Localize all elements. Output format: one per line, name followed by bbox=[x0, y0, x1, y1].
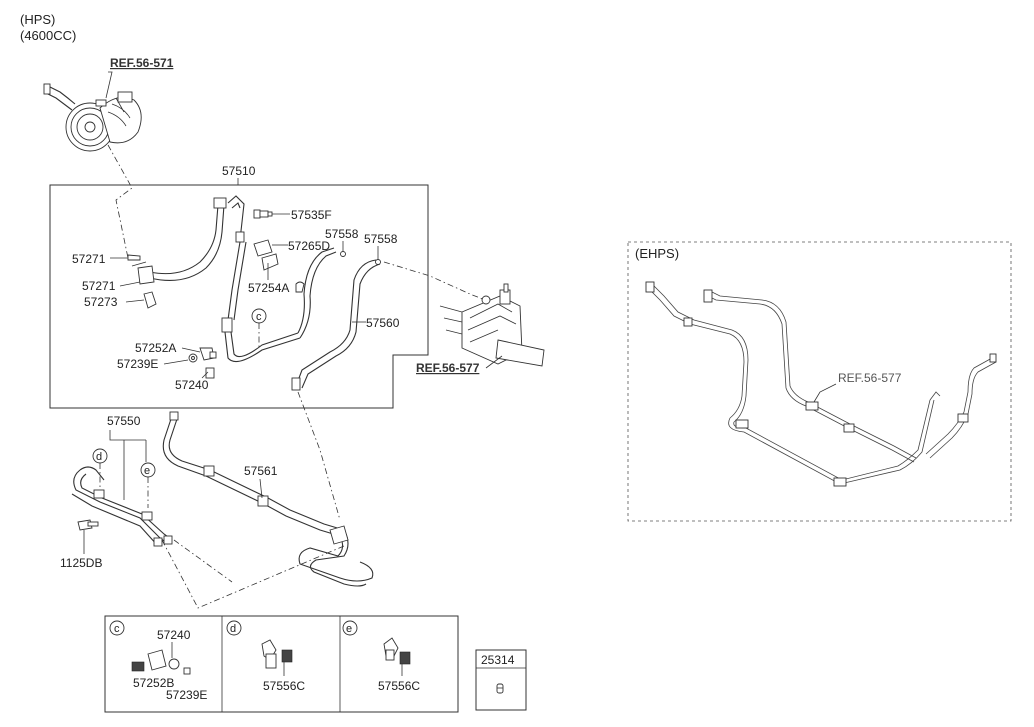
bolt-1125DB bbox=[77, 519, 99, 531]
label-57252A: 57252A bbox=[135, 341, 176, 355]
steering-gear bbox=[439, 283, 545, 367]
extra-part-number: 25314 bbox=[481, 653, 515, 667]
label-57535F: 57535F bbox=[291, 208, 332, 222]
detail-c-part-3: 57239E bbox=[166, 688, 207, 702]
return-pipe-57560 bbox=[291, 247, 381, 391]
ehps-label: (EHPS) bbox=[635, 246, 679, 261]
clip-57254A bbox=[295, 281, 305, 293]
label-57510: 57510 bbox=[222, 164, 256, 178]
label-57254A: 57254A bbox=[248, 281, 289, 295]
pressure-hose bbox=[131, 195, 301, 363]
detail-d-part-1: 57556C bbox=[263, 679, 305, 693]
svg-text:d: d bbox=[96, 451, 102, 463]
cooler-pipe-57550 bbox=[71, 466, 173, 547]
grommet-57240 bbox=[205, 367, 215, 379]
ref-ehps: REF.56-577 bbox=[838, 371, 902, 385]
label-57561: 57561 bbox=[244, 464, 278, 478]
ehps-pipes bbox=[645, 281, 997, 487]
header-engine: (4600CC) bbox=[20, 28, 76, 43]
detail-key-e: e bbox=[346, 623, 352, 635]
detail-c-part-1: 57240 bbox=[157, 628, 191, 642]
connector-57273 bbox=[143, 291, 157, 309]
svg-text:c: c bbox=[256, 311, 262, 323]
label-57273: 57273 bbox=[84, 295, 118, 309]
label-57239E: 57239E bbox=[117, 357, 158, 371]
label-57558-a: 57558 bbox=[325, 227, 359, 241]
ehps-box bbox=[627, 241, 1012, 522]
fitting-57535F bbox=[253, 209, 273, 219]
detail-key-d: d bbox=[230, 623, 236, 635]
label-57560: 57560 bbox=[366, 316, 400, 330]
extra-part-box: 25314 bbox=[475, 649, 527, 711]
label-57271-b: 57271 bbox=[82, 279, 116, 293]
ref-gear: REF.56-577 bbox=[416, 361, 480, 375]
ref-pump: REF.56-571 bbox=[110, 56, 174, 70]
label-1125DB: 1125DB bbox=[60, 556, 102, 570]
label-57558-b: 57558 bbox=[364, 232, 398, 246]
power-steering-pump bbox=[43, 83, 142, 152]
detail-c-part-2: 57252B bbox=[133, 676, 174, 690]
label-57265D: 57265D bbox=[288, 239, 330, 253]
clamp-57265D bbox=[253, 239, 279, 271]
ref-pump-leader bbox=[105, 71, 113, 99]
svg-text:e: e bbox=[144, 465, 150, 477]
label-57271-a: 57271 bbox=[72, 252, 106, 266]
label-57550: 57550 bbox=[107, 414, 141, 428]
header-hps: (HPS) bbox=[20, 12, 55, 27]
bracket-57252A bbox=[199, 347, 217, 361]
pipe-57561 bbox=[162, 411, 374, 587]
assembly-box-57510 bbox=[49, 184, 429, 409]
label-57240: 57240 bbox=[175, 378, 209, 392]
pump-link-line bbox=[107, 144, 133, 259]
lower-link-line bbox=[297, 391, 341, 521]
detail-key-c: c bbox=[114, 623, 120, 635]
detail-e-part-1: 57556C bbox=[378, 679, 420, 693]
lower-link-lines bbox=[161, 539, 345, 609]
nut-57239E bbox=[188, 353, 198, 363]
detail-table: c d e 57240 57252B 57239E 57556C 57556C bbox=[104, 615, 459, 713]
